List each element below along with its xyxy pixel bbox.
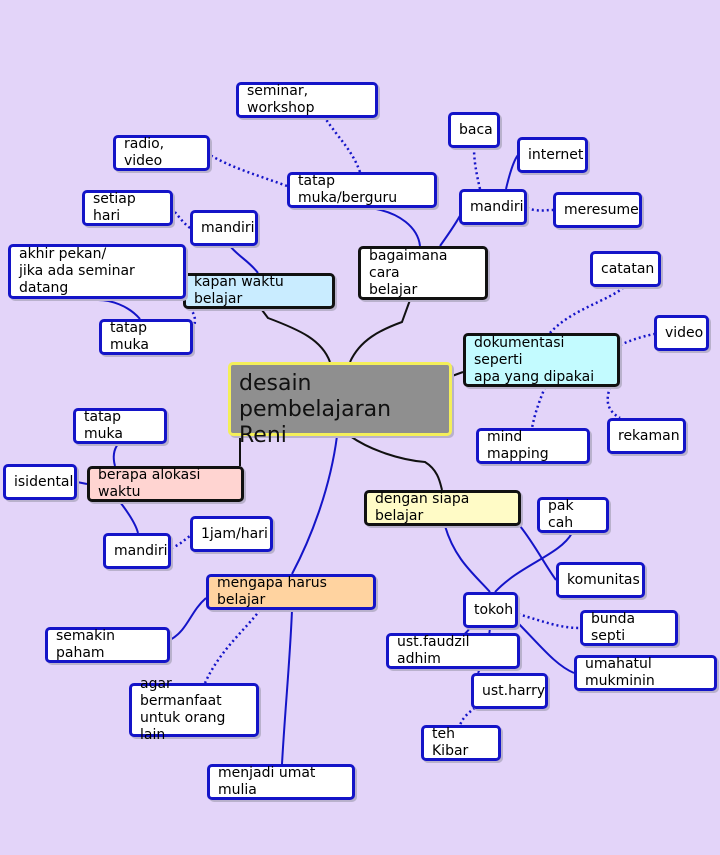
link-tokoh-bunda [517,612,581,630]
node-ust-harry[interactable]: ust.harry [471,673,548,709]
node-seminar-workshop[interactable]: seminar, workshop [236,82,378,118]
node-catatan[interactable]: catatan [590,251,661,287]
node-menjadi-umat-mulia[interactable]: menjadi umat mulia [207,764,355,800]
topic-dengan-siapa-belajar[interactable]: dengan siapa belajar [364,490,521,526]
link-central-bagaimana [349,299,411,363]
topic-dokumentasi[interactable]: dokumentasi seperti apa yang dipakai [463,333,620,387]
node-tatap-muka-berguru[interactable]: tatap muka/berguru [287,172,437,208]
node-akhir-pekan[interactable]: akhir pekan/ jika ada seminar datang [8,244,186,299]
link-mandiri-internet [505,154,519,190]
node-setiap-hari[interactable]: setiap hari [82,190,173,226]
link-berapa-mandiri [119,501,139,534]
node-komunitas[interactable]: komunitas [556,562,645,598]
link-tatapmuka-seminar [323,117,362,173]
link-harry-kibar [458,706,476,726]
node-isidental[interactable]: isidental [3,464,77,500]
central-topic[interactable]: desain pembelajaran Reni [228,362,452,448]
topic-mengapa-harus-belajar[interactable]: mengapa harus belajar [206,574,376,610]
node-video[interactable]: video [654,315,709,351]
link-tatapmuka-radio [209,153,288,188]
link-mandiri-setiaphari [172,209,191,229]
link-mengapa-umat [281,609,293,765]
topic-kapan-waktu-belajar[interactable]: kapan waktu belajar [183,273,335,309]
topic-berapa-alokasi-waktu[interactable]: berapa alokasi waktu [87,466,244,502]
link-central-dokumentasi [451,371,464,377]
node-umahatul-mukminin[interactable]: umahatul mukminin [574,655,717,691]
link-central-mengapa [291,435,338,575]
node-tatap-muka-kapan[interactable]: tatap muka [99,319,193,355]
link-kapan-mandiri [229,245,259,274]
node-internet[interactable]: internet [517,137,588,173]
node-mandiri-berapa[interactable]: mandiri [103,533,171,569]
node-agar-bermanfaat[interactable]: agar bermanfaat untuk orang lain [129,676,259,743]
node-mind-mapping[interactable]: mind mapping [476,428,590,464]
link-tokoh-pakcah [494,532,573,593]
node-bunda-septi[interactable]: bunda septi [580,610,678,646]
link-tokoh-umahatul [514,619,575,674]
link-central-kapan [261,309,331,363]
link-central-dengan [349,435,443,491]
link-dok-rekaman [606,386,621,420]
link-berapa-isidental [76,481,88,485]
node-semakin-paham[interactable]: semakin paham [45,627,170,663]
node-tatap-muka-berapa[interactable]: tatap muka [73,408,167,444]
link-tatapmuka-akhirpekan [97,299,141,320]
link-dok-video [619,332,655,347]
link-mandiri-baca [472,147,482,190]
link-berapa-tatapmuka [112,443,119,467]
link-mengapa-semakin [169,597,207,641]
node-1jam-hari[interactable]: 1jam/hari [190,516,273,552]
topic-bagaimana-cara-belajar[interactable]: bagaimana cara belajar [358,246,488,300]
link-kapan-tatapmuka [188,307,197,329]
node-teh-kibar[interactable]: teh Kibar [421,725,501,761]
node-tokoh[interactable]: tokoh [463,592,518,628]
node-mandiri-bagaimana[interactable]: mandiri [459,189,527,225]
link-mandiri-1jam [170,534,191,550]
link-bagaimana-tatapmuka [369,207,421,247]
link-dengan-tokoh [444,525,491,593]
link-dengan-komunitas [519,525,557,581]
node-pak-cah[interactable]: pak cah [537,497,609,533]
node-meresume[interactable]: meresume [553,192,642,228]
node-ust-faudzil-adhim[interactable]: ust.faudzil adhim [386,633,520,669]
link-mengapa-agar [203,609,261,684]
node-mandiri-kapan[interactable]: mandiri [190,210,258,246]
link-dok-mindmapping [530,386,547,429]
link-mandiri-meresume [526,206,554,212]
node-radio-video[interactable]: radio, video [113,135,210,171]
node-baca[interactable]: baca [448,112,500,148]
link-dok-catatan [549,286,625,334]
node-rekaman[interactable]: rekaman [607,418,686,454]
